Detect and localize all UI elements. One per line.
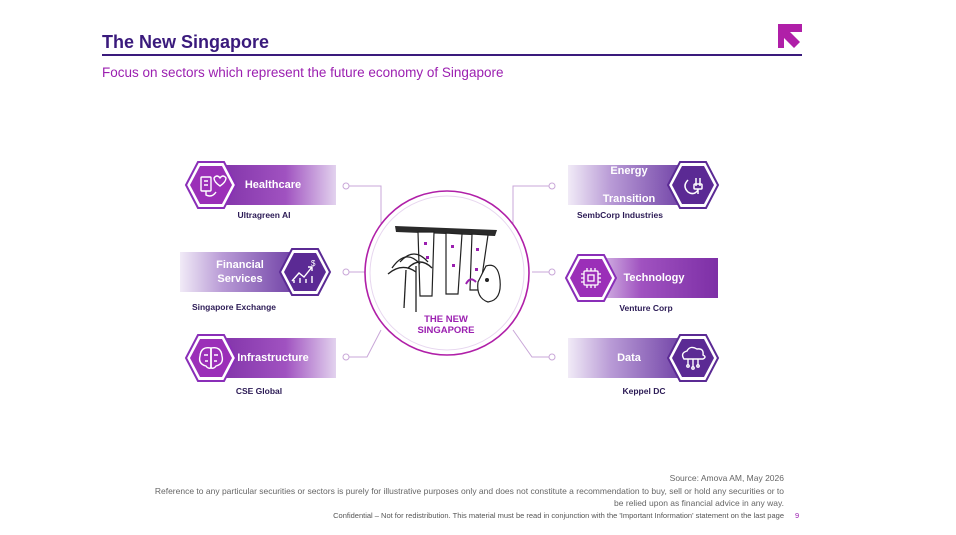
singapore-skyline-icon [387,226,501,312]
connector-data [512,329,552,358]
disclaimer-text: Reference to any particular securities o… [154,486,784,508]
center-label-line2: SINGAPORE [417,325,475,336]
medical-kit-icon [184,161,238,209]
confidential-note: Confidential – Not for redistribution. T… [333,511,784,520]
company-infrastructure: CSE Global [235,386,283,396]
sector-label-healthcare: Healthcare [244,179,302,191]
company-financial: Singapore Exchange [191,302,277,312]
sector-label-energy-line2: Transition [602,193,656,205]
cloud-network-icon [666,334,720,382]
company-healthcare: Ultragreen AI [237,210,291,220]
page-number: 9 [795,511,800,520]
sector-banner-infrastructure: Infrastructure [210,338,336,378]
microchip-icon [564,254,618,302]
sector-banner-healthcare: Healthcare [210,165,336,205]
sector-label-financial-line1: Financial [216,259,264,271]
company-energy: SembCorp Industries [577,210,663,220]
connector-healthcare [346,185,382,225]
brain-network-icon [184,334,238,382]
sector-label-infrastructure: Infrastructure [237,352,309,364]
company-data: Keppel DC [622,386,666,396]
sector-label-energy: Energy Transition [568,164,690,206]
plug-leaf-icon [666,161,720,209]
brand-logo-icon [778,24,802,48]
center-label: THE NEW SINGAPORE [398,314,494,336]
page-subtitle: Focus on sectors which represent the fut… [102,65,504,80]
center-label-line1: THE NEW [424,314,468,325]
sector-label-energy-line1: Energy [610,165,648,177]
title-divider [102,54,802,56]
page-title: The New Singapore [102,32,270,52]
connector-infrastructure [346,329,382,358]
sector-label-technology: Technology [623,272,685,284]
sector-label-data: Data [617,352,641,364]
growth-chart-icon: $ [278,248,332,296]
sector-label-financial-line2: Services [217,273,263,285]
connector-energy [512,185,552,225]
source-note: Source: Amova AM, May 2026 [669,473,784,483]
sector-label-financial: Financial Services [180,258,300,286]
svg-text:$: $ [311,259,316,268]
company-technology: Venture Corp [619,303,673,313]
